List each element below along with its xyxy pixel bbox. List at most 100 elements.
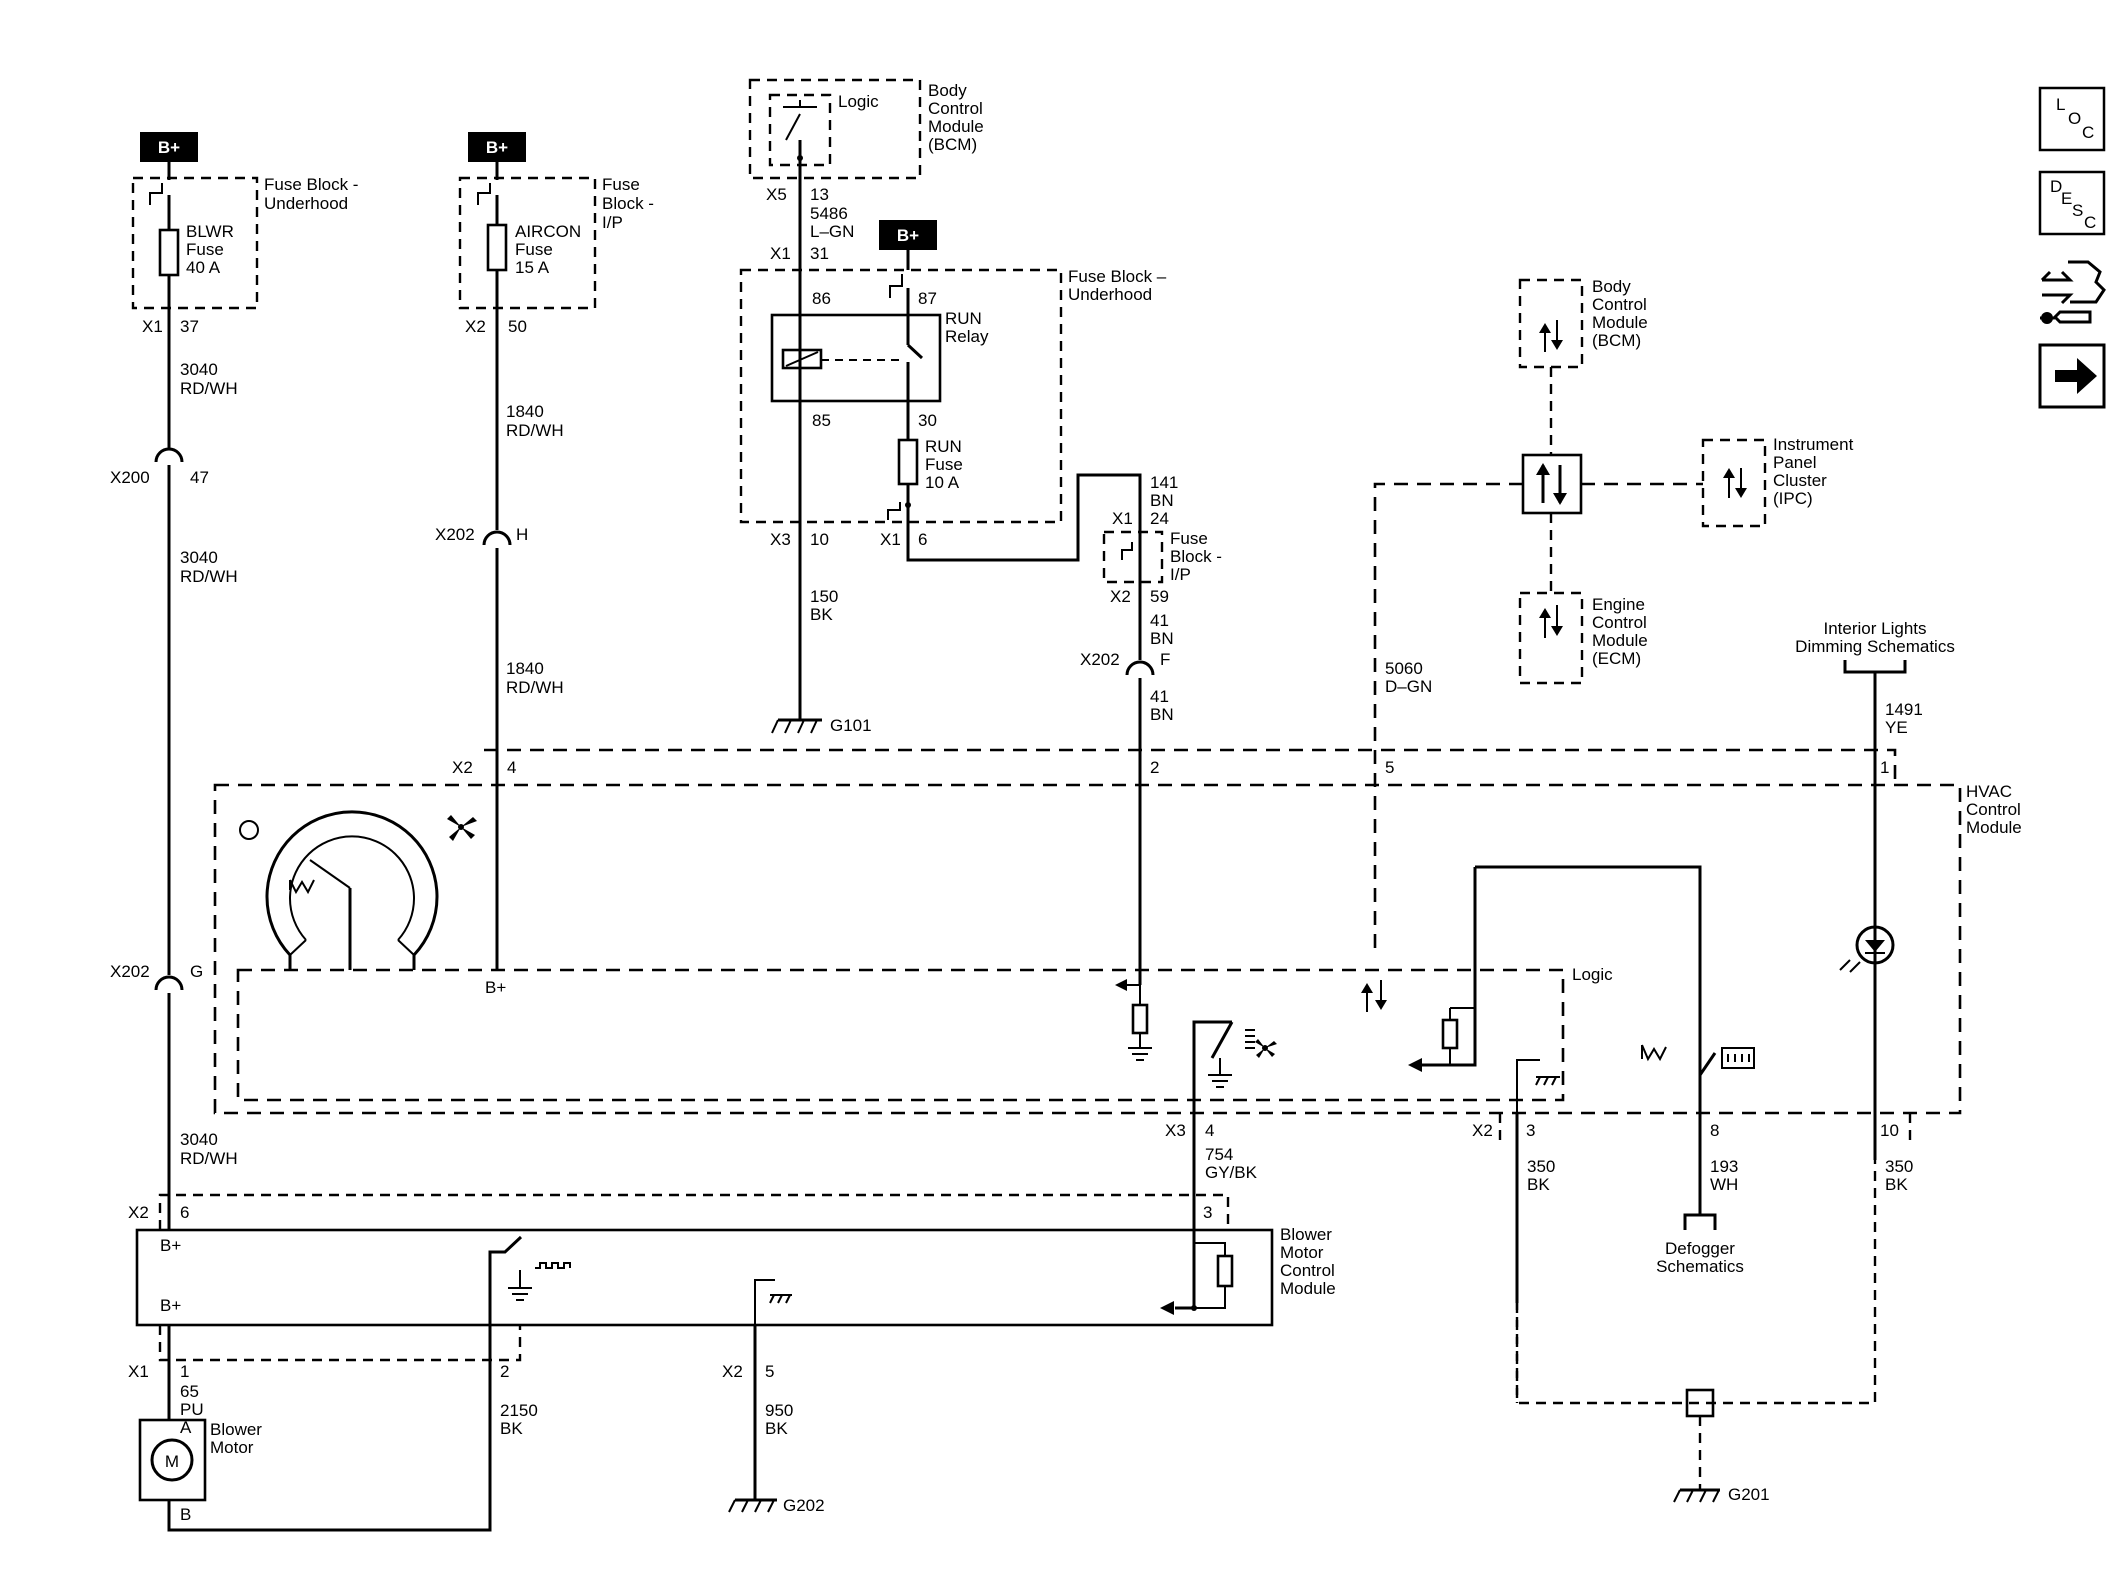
module-name: Control	[1966, 800, 2021, 819]
fuse-block-underhood-outline	[131, 176, 259, 310]
wire-label: RD/WH	[506, 421, 564, 440]
blwr-fuse-rating: 40 A	[186, 258, 221, 277]
ref-label: Schematics	[1656, 1257, 1744, 1276]
fan-icon	[447, 815, 477, 841]
pin-label: 50	[508, 317, 527, 336]
bmcm-outline	[135, 1228, 1274, 1327]
run-relay-symbol	[770, 313, 942, 403]
fuse-block-label: Underhood	[1068, 285, 1152, 304]
wire-label: 3040	[180, 360, 218, 379]
wire-label: 754	[1205, 1145, 1233, 1164]
blwr-fuse-name: Fuse	[186, 240, 224, 259]
hvac-control-module: X2 4 2 5 1 HVAC Control Module Logic B+	[213, 748, 2022, 1140]
motor-symbol: M	[165, 1452, 179, 1471]
loc-letter: C	[2082, 123, 2094, 142]
pin-label: 6	[918, 530, 927, 549]
module-name: Blower	[1280, 1225, 1332, 1244]
pin-label: H	[516, 525, 528, 544]
next-arrow-button[interactable]	[2038, 343, 2106, 409]
module-name: Body	[928, 81, 967, 100]
wire-label: 3040	[180, 548, 218, 567]
wire-label: RD/WH	[506, 678, 564, 697]
wire-label: 2150	[500, 1401, 538, 1420]
wire-label: 5486	[810, 204, 848, 223]
pin-label: 3	[1203, 1203, 1212, 1222]
pin-label: 10	[810, 530, 829, 549]
pin-label: 37	[180, 317, 199, 336]
wire-label: 350	[1885, 1157, 1913, 1176]
wire-label: 41	[1150, 687, 1169, 706]
ground-label: G101	[830, 716, 872, 735]
wire-label: WH	[1710, 1175, 1738, 1194]
connector-tool-icon[interactable]	[2040, 260, 2106, 324]
ground-g101: G101	[771, 680, 872, 735]
module-name: Control	[1592, 295, 1647, 314]
wire-label: 3040	[180, 1130, 218, 1149]
ground-g202: G202	[728, 1496, 825, 1515]
module-name: Control	[928, 99, 983, 118]
connector-label: X1	[1112, 509, 1133, 528]
fuse-block-ip-outline	[458, 176, 597, 310]
aircon-fuse-name: AIRCON	[515, 222, 581, 241]
pin-label: 31	[810, 244, 829, 263]
module-name: Cluster	[1773, 471, 1827, 490]
aircon-fuse-rating: 15 A	[515, 258, 550, 277]
wire-label: 141	[1150, 473, 1178, 492]
run-relay-block: X1 31 B+ Fuse Block – Underhood 86 87 RU…	[739, 220, 1167, 549]
connector-label: X3	[770, 530, 791, 549]
blwr-fuse-group: B+ Fuse Block - Underhood BLWR Fuse 40 A…	[131, 132, 358, 336]
connector-label: X200	[110, 468, 150, 487]
pin-label: 5	[765, 1362, 774, 1381]
blwr-fuse-name: BLWR	[186, 222, 234, 241]
run-fuse-name: RUN	[925, 437, 962, 456]
ipc-outline	[1701, 438, 1767, 528]
bplus-label: B+	[160, 1296, 181, 1315]
defog-icon	[1721, 1047, 1755, 1069]
bplus-label: B+	[160, 1236, 181, 1255]
desc-button[interactable]: D E S C	[2038, 170, 2106, 236]
module-name: Module	[928, 117, 984, 136]
module-name: Engine	[1592, 595, 1645, 614]
bplus-box	[140, 132, 198, 162]
indicator-circle	[239, 820, 259, 840]
module-name: Body	[1592, 277, 1631, 296]
connector-label: X2	[452, 758, 473, 777]
fuse-block-label: Fuse	[602, 175, 640, 194]
led-icon	[1855, 925, 1895, 965]
motor-icon	[150, 1438, 194, 1482]
fuse-block-label: Fuse Block –	[1068, 267, 1167, 286]
logic-label: Logic	[1572, 965, 1613, 984]
interior-lights-ref: Interior Lights Dimming Schematics 1491 …	[1795, 619, 1955, 1160]
wire-label: RD/WH	[180, 379, 238, 398]
connector-label: X2	[128, 1203, 149, 1222]
wire-label: BK	[1527, 1175, 1550, 1194]
ecm-outline	[1518, 591, 1584, 685]
fuse-block-label: Block -	[602, 194, 654, 213]
connector-label: X1	[142, 317, 163, 336]
pin-label: B	[180, 1505, 191, 1524]
loc-button[interactable]: L O C	[2038, 86, 2106, 152]
blower-dial	[265, 810, 439, 957]
loc-letter: O	[2068, 109, 2081, 128]
connector-label: X2	[722, 1362, 743, 1381]
x202-h-connector	[482, 530, 512, 546]
ref-label: Interior Lights	[1824, 619, 1927, 638]
blower-motor-control-module: X2 6 3 B+ B+ Blower Motor Control Module…	[128, 1193, 1336, 1381]
pin-label: 3	[1526, 1121, 1535, 1140]
connector-label: X2	[1472, 1121, 1493, 1140]
module-name: Module	[1592, 631, 1648, 650]
pin-label: F	[1160, 650, 1170, 669]
pin-label: 4	[1205, 1121, 1214, 1140]
bcm-network-outline	[1518, 278, 1584, 369]
module-name: (BCM)	[928, 135, 977, 154]
defogger-feedback-wire	[1475, 865, 1702, 1075]
pin-label: 6	[180, 1203, 189, 1222]
aircon-fuse-symbol	[486, 223, 508, 272]
wire-label: 1840	[506, 659, 544, 678]
wire-label: 150	[810, 587, 838, 606]
wire-label: GY/BK	[1205, 1163, 1258, 1182]
module-name: HVAC	[1966, 782, 2012, 801]
arrow-right-icon	[2055, 358, 2097, 394]
run-fuse-rating: 10 A	[925, 473, 960, 492]
wire-label: BK	[1885, 1175, 1908, 1194]
